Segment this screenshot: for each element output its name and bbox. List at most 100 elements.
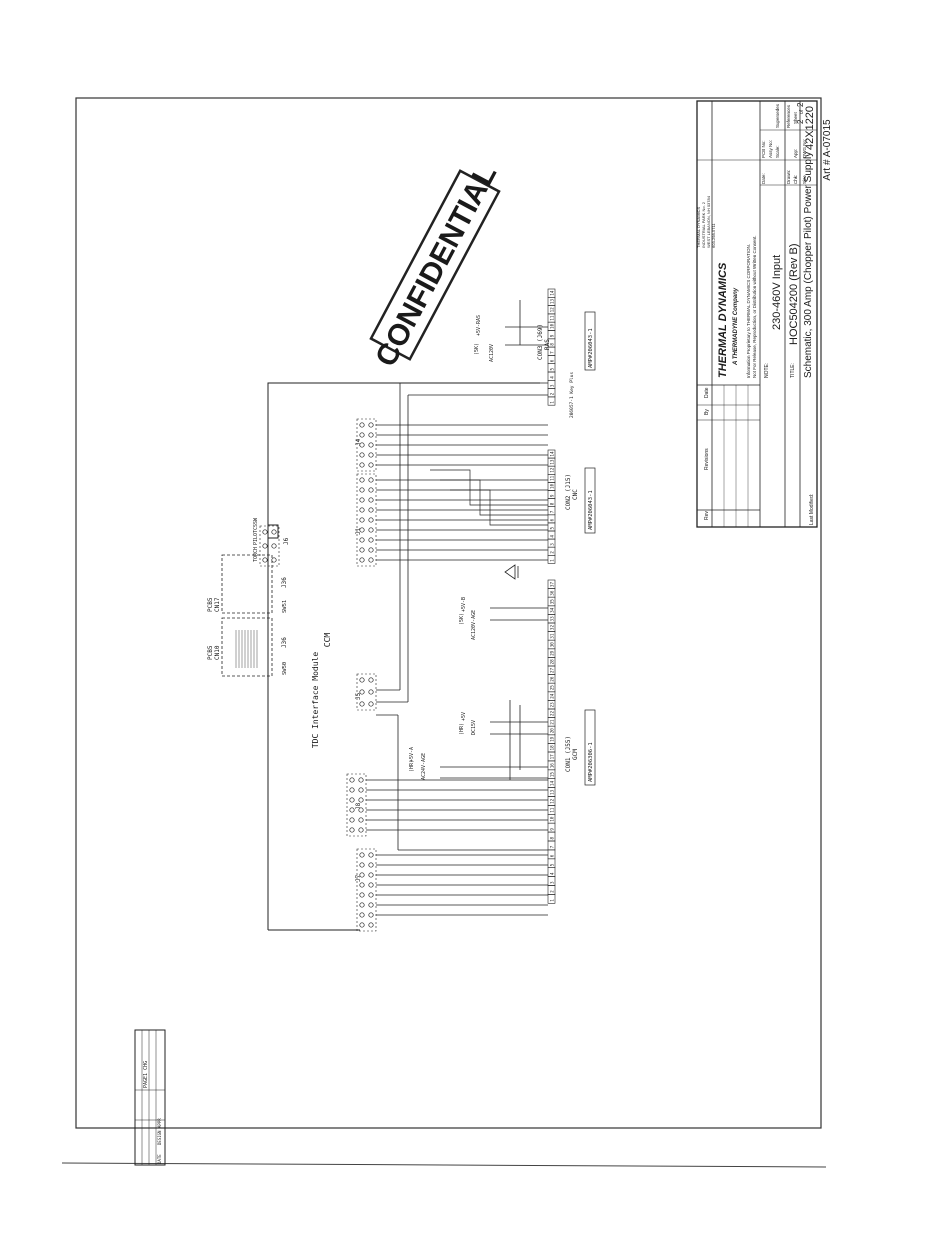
j7-pins-pin (368, 922, 374, 928)
j8-pins-pin (349, 807, 355, 813)
pcb-no-label: PCB No: (761, 140, 766, 158)
j1-pins-pin (368, 497, 374, 503)
j7-pins-pin (359, 892, 365, 898)
con3-strip-pin-number: 7 (550, 351, 556, 354)
con1-signal-ac120v-age: AC120V-AGE (471, 610, 477, 640)
proprietary-notice-2: Not For Release, Reproduction, or Distri… (752, 236, 757, 378)
con3-strip-pin-number: 11 (550, 315, 556, 321)
j1-pins-pin (368, 477, 374, 483)
con1-strip-b-pin-number: 1 (550, 899, 556, 902)
con1-strip-a-pin-number: 22 (550, 711, 556, 717)
j7-label: J7 (355, 874, 362, 882)
company-logo: THERMAL DYNAMICS (717, 262, 729, 378)
supersedes-label: Supersedes (775, 103, 780, 128)
j7-pins (356, 848, 377, 932)
con1-group2-label: (HR) (459, 723, 465, 735)
j6-pins (259, 525, 280, 567)
j1-pins-pin (368, 487, 374, 493)
con1-strip-a-pin-number: 18 (550, 745, 556, 751)
address-line-3: WEST LEBANON, NH 03784 (706, 195, 711, 248)
j8-pins-pin (358, 807, 364, 813)
j1-label: J1 (355, 527, 362, 535)
j7-pins-pin (359, 872, 365, 878)
j1-pins-pin (359, 497, 365, 503)
con1-name: CON1 (J55) (565, 736, 572, 772)
con1-part: AMP#206306-1 (588, 742, 594, 782)
con2-strip-pin-number: 1 (550, 559, 556, 562)
con1-strip-a-pin-number: 21 (550, 719, 556, 725)
legacy-design: DESIGN (157, 1130, 162, 1145)
j6-label: J6 (283, 537, 290, 545)
pcb5-cn17-pin-label: SW51 (282, 600, 288, 613)
con1-strip-a-pin-number: 28 (550, 659, 556, 665)
j1-pins-pin (368, 527, 374, 533)
scale-label: Scale: (775, 145, 780, 158)
sheet-of: of (799, 109, 805, 114)
signal-pilot: PILOT (253, 530, 259, 545)
con3-strip-pin (547, 396, 556, 406)
drawing-description: Schematic, 300 Amp (Chopper Pilot) Power… (803, 152, 814, 378)
size-label: Size (802, 175, 807, 184)
j7-pins-pin (368, 912, 374, 918)
j7-pins-housing (356, 848, 377, 932)
rev-header-date: Date (704, 387, 710, 398)
con1-strip-a-pin-number: 26 (550, 676, 556, 682)
legacy-revision-block: PAGE1 CHG DATE DESIGN APPR (134, 1029, 166, 1166)
doc-number: HOC504200 (Rev B) (788, 244, 800, 346)
con1-strip-a-pin-number: 33 (550, 616, 556, 622)
j1-pins-pin (368, 517, 374, 523)
con2-name: CON2 (J15) (565, 474, 572, 510)
j4-pins-pin (368, 452, 374, 458)
con1-strip-a-pin-number: 32 (550, 625, 556, 631)
rev-header-revisions: Revisions (704, 448, 710, 470)
con1-signal-5v: +5V (461, 712, 467, 721)
wire-crossover-1 (440, 479, 548, 516)
con3-name: CON3 (J69) (537, 324, 544, 360)
j8-label: J8 (355, 802, 362, 810)
rev-header-rev: Rev (704, 511, 710, 520)
j8-signal-group: TORCH PILOT CSSW J6 (253, 517, 290, 562)
j1-pins-pin (359, 477, 365, 483)
j4-pins-pin (359, 432, 365, 438)
j7-pins-pin (368, 882, 374, 888)
sheet-label: Sheet (793, 111, 798, 124)
dwg-no-label: DWG No: (802, 139, 807, 158)
j6-pins-pin (271, 543, 277, 549)
con1-group3-label: (HR) (409, 760, 415, 772)
wire-crossover-0 (430, 469, 548, 506)
j1-pins-pin (368, 547, 374, 553)
j4-pins-pin (359, 422, 365, 428)
j8-pins-pin (349, 797, 355, 803)
art-number: Art # A-07015 (822, 119, 833, 181)
signal-cssw: CSSW (253, 517, 259, 530)
con3-strip-pin-number: 5 (550, 368, 556, 371)
j6-pins-pin (262, 557, 268, 563)
ground-symbol (504, 564, 519, 580)
confidential-text: CONFIDENTIAL (369, 159, 503, 372)
con3-strip-pin-number: 14 (550, 290, 556, 296)
module-title: TDC Interface Module (311, 652, 320, 749)
j1-pins-pin (359, 507, 365, 513)
con1-strip-b-pin-number: 4 (550, 872, 556, 875)
date-label: Date: (761, 173, 766, 184)
j7-pins-pin (368, 902, 374, 908)
j8-pins-pin (358, 787, 364, 793)
con1-signal-dc15v: DC15V (471, 720, 477, 735)
con3-strip-pin-number: 13 (550, 299, 556, 305)
j1-pins-pin (368, 557, 374, 563)
j1-pins-pin (359, 487, 365, 493)
legacy-page-chg: PAGE1 CHG (143, 1061, 149, 1088)
j7-pins-pin (368, 892, 374, 898)
con2-strip-pin-number: 5 (550, 527, 556, 530)
con2-strip-pin-number: 14 (550, 451, 556, 457)
title-block: Rev Revisions By Date Last Modified: THE… (696, 100, 818, 528)
con1-sub: GCM (572, 749, 579, 760)
jack-pins (259, 418, 377, 932)
con3-labels: CON3 (J69) RAS AMP#206043-1 206057-1 Key… (474, 311, 596, 418)
con1-strip-b-pin-number: 15 (550, 772, 556, 778)
con1-strip-a-pin-number: 30 (550, 642, 556, 648)
j8-pins-pin (358, 827, 364, 833)
j7-pins-pin (368, 872, 374, 878)
